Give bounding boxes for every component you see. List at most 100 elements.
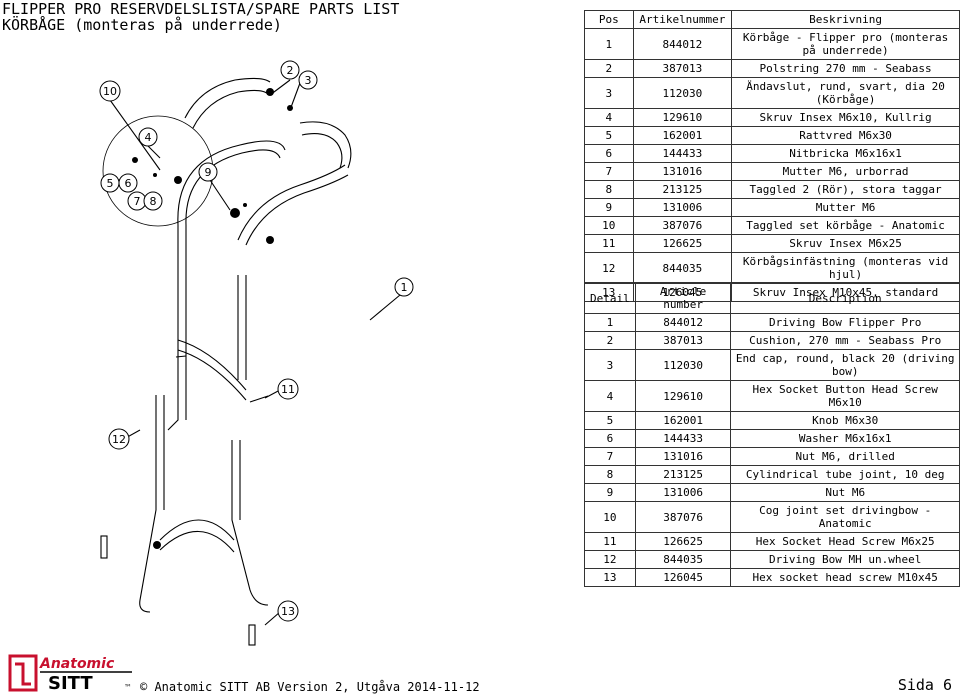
cell-description: Hex Socket Head Screw M6x25	[730, 532, 960, 551]
cell-article: 131016	[634, 447, 732, 466]
cell-article: 129610	[634, 380, 732, 412]
cell-article: 131006	[634, 483, 732, 502]
mount-tube-right	[231, 440, 269, 606]
cell-pos: 7	[584, 162, 634, 181]
cell-article: 387013	[632, 59, 733, 78]
cell-pos: 6	[584, 144, 634, 163]
cell-article: 387076	[632, 216, 733, 235]
cell-article: 387013	[634, 331, 732, 350]
cell-description: Hex Socket Button Head Screw M6x10	[730, 380, 960, 412]
cell-description: Skruv Insex M6x10, Kullrig	[731, 108, 960, 127]
cell-pos: 7	[584, 447, 636, 466]
cell-pos: 5	[584, 126, 634, 145]
cell-description: Polstring 270 mm - Seabass	[731, 59, 960, 78]
cell-pos: 9	[584, 198, 634, 217]
cell-description: Washer M6x16x1	[730, 429, 960, 448]
cell-article: 126625	[632, 234, 733, 253]
cushion-left	[184, 77, 271, 119]
cell-article: 387076	[634, 501, 732, 533]
cell-description: Cog joint set drivingbow - Anatomic	[730, 501, 960, 533]
bow-loop-right-inner	[245, 174, 349, 246]
page-subtitle: KÖRBÅGE (monteras på underrede)	[2, 16, 282, 34]
cell-article: 112030	[634, 349, 732, 381]
cell-article: 213125	[632, 180, 733, 199]
cell-pos: 11	[584, 234, 634, 253]
mount-tube-left	[139, 395, 157, 613]
cell-article: 131016	[632, 162, 733, 181]
cell-description: Nut M6	[730, 483, 960, 502]
col-header-article: Artikelnummer	[632, 10, 733, 29]
cell-description: Cushion, 270 mm - Seabass Pro	[730, 331, 960, 350]
cell-article: 112030	[632, 77, 733, 109]
callout-3: 3	[305, 74, 312, 87]
cell-pos: 4	[584, 380, 636, 412]
screw-13	[248, 624, 256, 646]
table-header-row: Pos Artikelnummer Beskrivning	[584, 10, 960, 29]
cell-description: Körbåge - Flipper pro (monteras på under…	[731, 28, 960, 60]
bow-crossbar	[177, 339, 247, 391]
cell-article: 213125	[634, 465, 732, 484]
cell-pos: 4	[584, 108, 634, 127]
screw-11	[249, 395, 269, 403]
cell-article: 162001	[632, 126, 733, 145]
cell-description: Nut M6, drilled	[730, 447, 960, 466]
callout-10: 10	[103, 85, 117, 98]
logo-anatomic: Anatomic	[39, 656, 115, 672]
anatomic-sitt-logo: Anatomic SITT ™	[8, 654, 132, 694]
cell-description: Nitbricka M6x16x1	[731, 144, 960, 163]
cushion-right-b	[301, 133, 343, 169]
cell-description: Taggled 2 (Rör), stora taggar	[731, 180, 960, 199]
callout-7: 7	[134, 195, 141, 208]
cell-pos: 12	[584, 252, 634, 284]
cell-article: 126045	[634, 568, 732, 587]
callout-6: 6	[125, 177, 132, 190]
mount-crossbar	[159, 519, 235, 541]
footer-copyright: © Anatomic SITT AB Version 2, Utgåva 201…	[140, 680, 480, 694]
cell-article: 144433	[634, 429, 732, 448]
cell-description: Rattvred M6x30	[731, 126, 960, 145]
cell-description: Skruv Insex M6x25	[731, 234, 960, 253]
cushion-left-b	[192, 89, 269, 129]
cell-article: 844035	[632, 252, 733, 284]
callout-11: 11	[281, 383, 295, 396]
screw-12	[100, 535, 108, 559]
cell-article: 126625	[634, 532, 732, 551]
cell-description: Körbågsinfästning (monteras vid hjul)	[731, 252, 960, 284]
cell-pos: 9	[584, 483, 636, 502]
cell-pos: 8	[584, 465, 636, 484]
page-title: FLIPPER PRO RESERVDELSLISTA/SPARE PARTS …	[2, 0, 400, 18]
cell-description: Driving Bow MH un.wheel	[730, 550, 960, 569]
mount-crossbar-inner	[159, 530, 235, 553]
callout-5: 5	[107, 177, 114, 190]
callout-12: 12	[112, 433, 126, 446]
cell-pos: 10	[584, 501, 636, 533]
cell-pos: 2	[584, 59, 634, 78]
cell-description: End cap, round, black 20 (driving bow)	[730, 349, 960, 381]
cell-pos: 1	[584, 28, 634, 60]
cell-description: Ändavslut, rund, svart, dia 20 (Körbåge)	[731, 77, 960, 109]
cell-description: Driving Bow Flipper Pro	[730, 313, 960, 332]
cell-article: 129610	[632, 108, 733, 127]
cell-pos: 12	[584, 550, 636, 569]
cell-pos: 1	[584, 313, 636, 332]
cell-pos: 6	[584, 429, 636, 448]
logo-sitt: SITT	[48, 673, 93, 694]
